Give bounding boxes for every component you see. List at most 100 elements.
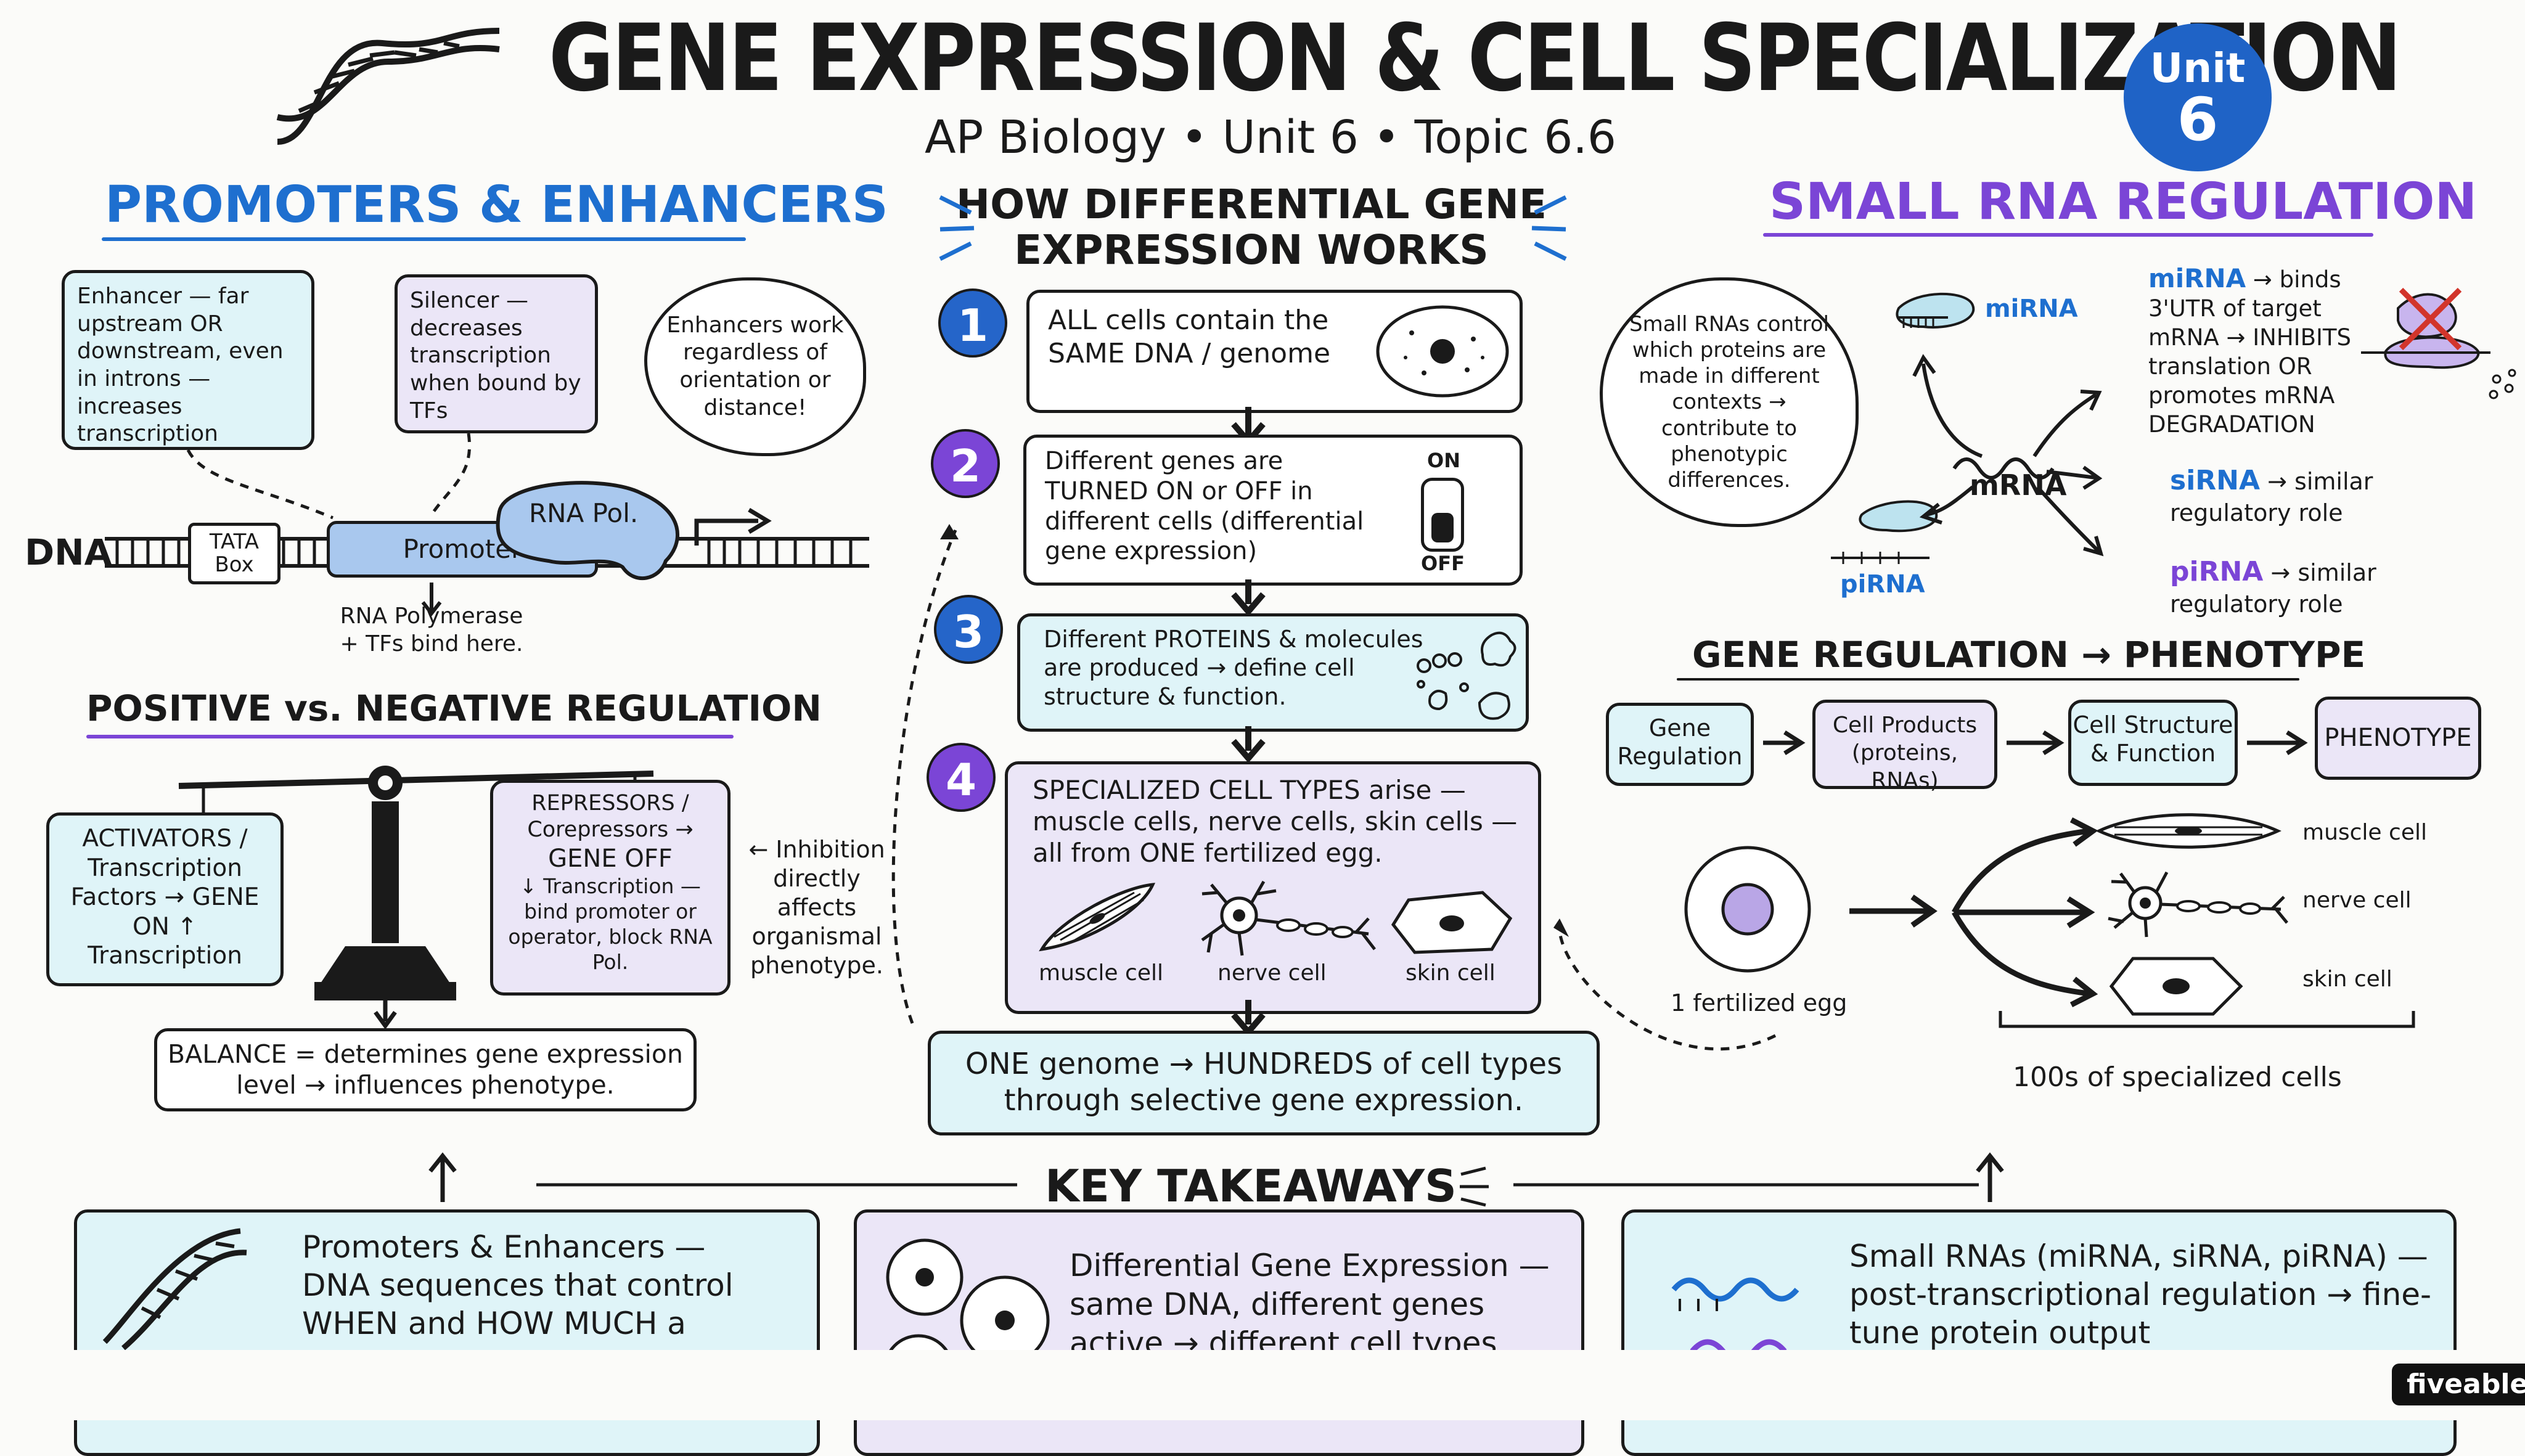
small-rna-heading-underline: [1763, 233, 2373, 237]
takeaways-rules: [428, 1152, 2004, 1207]
enhancer-connectors: [186, 433, 471, 520]
molecules-icon: [1417, 631, 1516, 720]
step-4-skin-label: skin cell: [1406, 960, 1496, 986]
takeaway-differential-text: Differential Gene Expression — same DNA,…: [1070, 1248, 1550, 1361]
takeaway-cells-icon: [883, 1238, 1050, 1405]
balance-box: BALANCE = determines gene expression lev…: [154, 1028, 697, 1111]
rna-polymerase-blob: [496, 481, 680, 580]
dna-label: DNA: [25, 531, 112, 573]
promoters-heading: PROMOTERS & ENHANCERS: [105, 176, 888, 234]
bind-arrow: [421, 583, 442, 616]
tata-box-label: TATA Box: [209, 530, 260, 578]
phenotype-nerve-label: nerve cell: [2302, 888, 2412, 913]
step-1-number: 1: [938, 288, 1007, 358]
step-3-text: Different PROTEINS & molecules are produ…: [1044, 626, 1423, 710]
enhancer-note-text: Enhancer — far upstream OR downstream, e…: [77, 284, 284, 447]
takeaway-small-rna-text: Small RNAs (miRNA, siRNA, piRNA) — post-…: [1849, 1238, 2432, 1351]
repressors-line1: REPRESSORS / Corepressors →: [527, 791, 694, 843]
differential-heading: HOW DIFFERENTIAL GENE EXPRESSION WORKS: [943, 182, 1560, 273]
branching-arrows: [1849, 817, 2098, 1008]
phenotype-nerve-cell-icon: [2108, 871, 2288, 938]
flow-gene-regulation-text: Gene Regulation: [1617, 714, 1743, 770]
balance-down-arrow: [374, 994, 397, 1029]
fertilized-egg-icon: [1684, 846, 1811, 973]
enhancer-cloud: Enhancers work regardless of orientation…: [644, 277, 866, 456]
activators-text: ACTIVATORS / Transcription Factors → GEN…: [70, 825, 260, 970]
rna-network: [1831, 287, 2516, 564]
tata-box: TATA Box: [188, 523, 280, 584]
flow-cell-structure-text: Cell Structure & Function: [2073, 711, 2233, 767]
regulation-heading-underline: [86, 735, 734, 738]
mirna-name: miRNA: [2148, 263, 2246, 293]
switch-off-label: OFF: [1421, 552, 1465, 575]
phenotype-heading-underline: [1677, 678, 2299, 681]
summary-text: ONE genome → HUNDREDS of cell types thro…: [965, 1047, 1563, 1118]
balance-text: BALANCE = determines gene expression lev…: [168, 1039, 683, 1100]
enhancer-cloud-text: Enhancers work regardless of orientation…: [666, 312, 844, 420]
nerve-cell-icon: [1201, 880, 1376, 956]
sirna-desc: → similar regulatory role: [2170, 468, 2373, 526]
mrna-label: mRNA: [1970, 468, 2067, 502]
differential-heading-line2: EXPRESSION WORKS: [1014, 226, 1489, 274]
step-4-muscle-label: muscle cell: [1039, 960, 1163, 986]
muscle-cell-icon: [1039, 883, 1156, 952]
enhancer-note: Enhancer — far upstream OR downstream, e…: [62, 270, 314, 450]
brand-logo-text: fiveable: [2407, 1368, 2525, 1400]
bottom-band: [0, 1350, 2525, 1420]
small-rna-heading: SMALL RNA REGULATION: [1769, 173, 2478, 231]
flow-phenotype-text: PHENOTYPE: [2324, 724, 2472, 752]
step-3-box: Different PROTEINS & molecules are produ…: [1017, 613, 1529, 732]
rna-pol-label: RNA Pol.: [529, 498, 639, 528]
small-rna-cloud-text: Small RNAs control which proteins are ma…: [1629, 311, 1829, 493]
page-subtitle: AP Biology • Unit 6 • Topic 6.6: [925, 111, 1616, 164]
dna-helix-icon: [276, 28, 500, 145]
flow-cell-products: Cell Products (proteins, RNAs): [1812, 700, 1997, 793]
bind-note-line1: RNA Polymerase: [340, 603, 523, 629]
silencer-note: Silencer — decreases transcription when …: [395, 274, 598, 433]
bind-note: RNA Polymerase + TFs bind here.: [321, 603, 542, 658]
pirna-name: piRNA: [2170, 556, 2264, 587]
summary-box: ONE genome → HUNDREDS of cell types thro…: [928, 1031, 1600, 1135]
flow-arrows: [1763, 730, 2308, 755]
takeaway-promoters-text: Promoters & Enhancers — DNA sequences th…: [302, 1229, 734, 1341]
unit-badge-label: Unit: [2150, 44, 2246, 92]
single-cell-icon: [1376, 305, 1509, 398]
transcription-start-arrow: [694, 507, 772, 546]
mirna-blob-label: miRNA: [1985, 295, 2078, 323]
phenotype-skin-label: skin cell: [2302, 967, 2392, 992]
phenotype-skin-cell-icon: [2109, 957, 2243, 1016]
flow-cell-products-text: Cell Products (proteins, RNAs): [1832, 713, 1978, 793]
unit-badge: Unit 6: [2124, 23, 2272, 171]
heading-sparkle-left: [939, 195, 975, 261]
silencer-note-text: Silencer — decreases transcription when …: [410, 288, 581, 423]
flow-cell-structure: Cell Structure & Function: [2068, 700, 2238, 786]
step-4-number: 4: [927, 743, 996, 812]
pirna-desc: → similar regulatory role: [2170, 559, 2376, 618]
inhibition-note-text: ← Inhibition directly affects organismal…: [748, 836, 885, 980]
inhibition-note: ← Inhibition directly affects organismal…: [734, 835, 900, 981]
sirna-description: siRNA → similar regulatory role: [2170, 464, 2404, 528]
step-4-text: SPECIALIZED CELL TYPES arise — muscle ce…: [1033, 775, 1518, 869]
takeaway-dna-icon: [102, 1228, 247, 1351]
bind-note-line2: + TFs bind here.: [340, 631, 523, 656]
phenotype-heading: GENE REGULATION → PHENOTYPE: [1692, 634, 2366, 676]
flow-phenotype: PHENOTYPE: [2315, 697, 2481, 780]
fertilized-egg-label: 1 fertilized egg: [1671, 989, 1848, 1016]
page-title: GENE EXPRESSION & CELL SPECIALIZATION: [549, 5, 2402, 112]
step-arrow-2: [1231, 579, 1266, 616]
step-arrow-3: [1231, 726, 1266, 763]
repressors-box: REPRESSORS / Corepressors → GENE OFF ↓ T…: [490, 780, 730, 996]
pirna-description: piRNA → similar regulatory role: [2170, 555, 2404, 619]
phenotype-muscle-cell-icon: [2095, 813, 2282, 849]
takeaway-rna-icon: [1671, 1277, 1799, 1364]
activators-box: ACTIVATORS / Transcription Factors → GEN…: [46, 812, 284, 986]
step-2-text: Different genes are TURNED ON or OFF in …: [1045, 447, 1364, 566]
takeaways-heading: KEY TAKEAWAYS: [1045, 1160, 1457, 1212]
repressors-line3: ↓ Transcription — bind promoter or opera…: [508, 874, 713, 975]
step-2-number: 2: [931, 429, 1000, 498]
step-4-nerve-label: nerve cell: [1217, 960, 1327, 986]
brand-logo: fiveable: [2392, 1364, 2525, 1405]
heading-sparkle-right: [1531, 195, 1567, 261]
sirna-name: siRNA: [2170, 465, 2261, 496]
dashed-link-curves: [891, 524, 1777, 1051]
